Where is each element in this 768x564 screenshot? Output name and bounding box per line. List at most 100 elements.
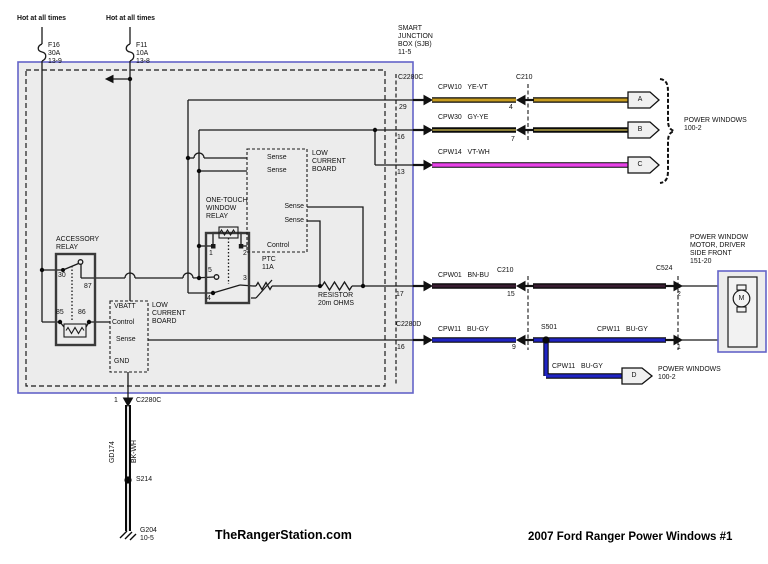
ptc-strike [251, 279, 273, 299]
one-touch-relay-title: ONE-TOUCH WINDOW RELAY [206, 197, 248, 221]
low-current-board-boxes [109, 148, 308, 373]
circuit-arrows [621, 91, 660, 385]
sjb-module-box [17, 61, 414, 394]
conn-c210-bot: C210 [497, 267, 514, 274]
wire-cpw11-b-label: CPW11 BU-GY [597, 326, 648, 333]
ptc-label: PTC 11A [262, 256, 276, 272]
acc-pin-30: 30 [58, 272, 66, 279]
circuit-a-letter: A [637, 96, 643, 103]
pin-2-motor: 2 [677, 291, 681, 298]
lcb-control-bot: Control [112, 319, 135, 326]
pin-1-motor: 1 [677, 344, 681, 351]
fuse-f11-label: F11 10A 13-8 [136, 42, 150, 66]
pin-17: 17 [396, 291, 404, 298]
power-windows-bot: POWER WINDOWS 100-2 [658, 366, 721, 382]
c210-arrows [515, 94, 534, 346]
junction-dots [39, 76, 550, 484]
hot-left: Hot at all times [17, 15, 67, 22]
circuit-arrow-a [627, 91, 660, 109]
wire-cpw30-label: CPW30 GY-YE [438, 114, 489, 121]
pin-1-c2280c: 1 [114, 397, 118, 404]
motor-symbol [732, 289, 751, 308]
c2280-arrows [413, 94, 434, 346]
wire-bk-wh-label: BK-WH [131, 440, 138, 463]
acc-coil-zigzag [65, 326, 85, 335]
wire-hop [193, 152, 205, 159]
otr-pin-5: 5 [208, 267, 212, 274]
otr-pin-1: 1 [209, 250, 213, 257]
connector-pin-arrows [104, 74, 684, 408]
circuit-c-letter: C [637, 161, 643, 168]
splice-s214 [124, 476, 132, 484]
splice-s501 [542, 336, 550, 344]
harness-wires [125, 97, 666, 531]
acc-pin-87: 87 [84, 283, 92, 290]
low-current-board-top-box [246, 148, 308, 253]
hot-right: Hot at all times [106, 15, 156, 22]
wire-cpw14-label: CPW14 VT-WH [438, 149, 490, 156]
inline-connectors [527, 84, 679, 350]
lcb-sense-4: Sense [284, 217, 304, 224]
circuit-d-letter: D [631, 372, 637, 379]
otr-switch-arm [212, 284, 241, 294]
fuse-f11-symbol [125, 43, 135, 62]
lcb-vbatt: VBATT [114, 303, 136, 310]
lcb-gnd: GND [114, 358, 130, 365]
circuit-b-letter: B [637, 126, 643, 133]
f11-branch-arrow [104, 74, 114, 84]
wire-cpw11-c-label: CPW11 BU-GY [552, 363, 603, 370]
otr-coil-zigzag [219, 228, 236, 237]
lcb-bot-title: LOW CURRENT BOARD [152, 302, 186, 326]
pin-4: 4 [509, 104, 513, 111]
ground-g204-label: G204 10-5 [140, 527, 157, 543]
acc-pin-86: 86 [78, 309, 86, 316]
lcb-sense-3: Sense [284, 203, 304, 210]
resistor-label: RESISTOR 20m OHMS [318, 292, 354, 308]
diagram-title: 2007 Ford Ranger Power Windows #1 [528, 531, 733, 543]
ptc-zigzag [255, 281, 273, 291]
pin-16-sjb: 16 [397, 134, 405, 141]
grouping-brace [659, 78, 677, 184]
pin-16-c2280d: 16 [397, 344, 405, 351]
ground-symbol [119, 530, 137, 541]
conn-c210-top: C210 [516, 74, 533, 81]
power-windows-top: POWER WINDOWS 100-2 [684, 117, 747, 133]
splice-s501-label: S501 [541, 324, 558, 331]
motor-m-letter: M [738, 295, 745, 302]
fuse-f16-symbol [37, 43, 47, 62]
acc-pin-85: 85 [56, 309, 64, 316]
conn-c2280c: C2280C [398, 74, 424, 81]
accessory-relay-title: ACCESSORY RELAY [56, 236, 100, 252]
c524-arrows [665, 280, 684, 346]
lcb-sense-bot: Sense [116, 336, 136, 343]
conn-c2280d: C2280D [396, 321, 422, 328]
wire-hop [124, 272, 136, 279]
pin-15: 15 [507, 291, 515, 298]
conn-c2280c-bot: C2280C [136, 397, 162, 404]
motor-title: POWER WINDOW MOTOR, DRIVER SIDE FRONT 15… [690, 234, 749, 266]
one-touch-relay-box [204, 226, 251, 305]
internal-wiring-lines [37, 27, 746, 398]
pin-9: 9 [512, 344, 516, 351]
lcb-sense-2: Sense [267, 167, 287, 174]
pin-13: 13 [397, 169, 405, 176]
circuit-arrow-c [627, 156, 660, 174]
accessory-relay-box [54, 252, 97, 347]
sjb-title: SMART JUNCTION BOX (SJB) 11-5 [398, 25, 433, 57]
pin-7: 7 [511, 136, 515, 143]
wire-cpw10-label: CPW10 YE-VT [438, 84, 488, 91]
otr-pin-3: 3 [243, 275, 247, 282]
low-current-board-bottom-box [109, 300, 149, 373]
c2280c-down-arrow [122, 397, 134, 408]
wire-cpw01-label: CPW01 BN-BU [438, 272, 489, 279]
pin-29: 29 [399, 104, 407, 111]
splice-s214-label: S214 [136, 476, 153, 483]
wire-gd174-label: GD174 [109, 441, 116, 463]
otr-pin-2: 2 [243, 250, 247, 257]
lcb-top-title: LOW CURRENT BOARD [312, 150, 346, 174]
conn-c524: C524 [656, 265, 673, 272]
wire-cpw11-a-label: CPW11 BU-GY [438, 326, 489, 333]
circuit-arrow-b [627, 121, 660, 139]
